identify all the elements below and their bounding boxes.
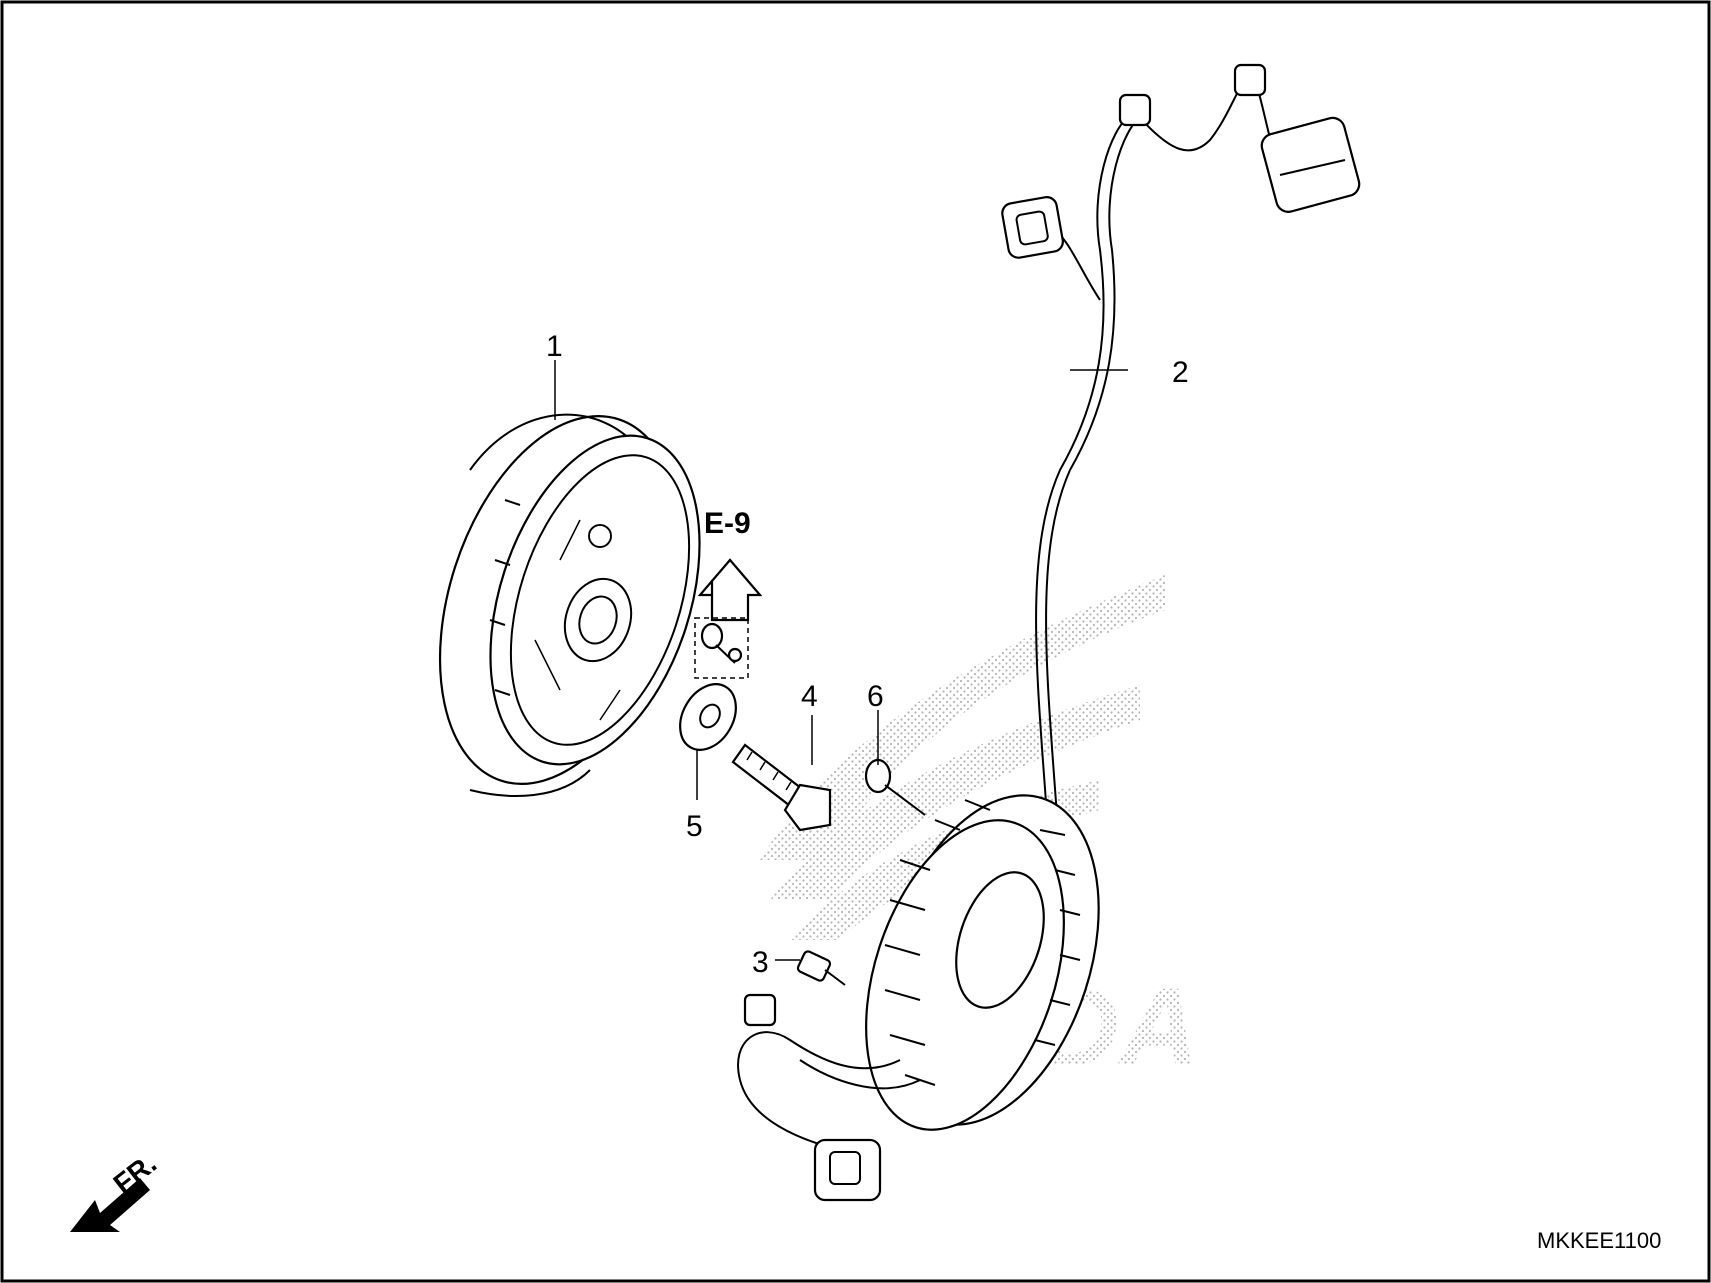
connector-bottom [813,1138,882,1202]
wire-clip-top [1118,63,1267,127]
connector-left [1001,196,1064,259]
connector-right [1260,116,1361,213]
front-direction-label: FR. [108,1148,163,1200]
reference-label: E-9 [704,507,751,540]
stator-coil [737,794,1100,1202]
reference-group [694,558,763,679]
callout-part-2: 2 [1172,356,1189,389]
flywheel-rotor [438,413,701,797]
washer-part-5 [679,683,737,751]
callout-part-5: 5 [686,810,703,843]
diagram-code: MKKEE1100 [1537,1228,1661,1253]
front-arrow-icon [70,1178,150,1232]
flange-bolt-part-4 [731,743,832,832]
reference-bolt-icon [700,622,743,664]
leader-lines [554,360,1128,961]
callout-part-1: 1 [546,330,563,363]
callout-part-3: 3 [752,946,769,979]
callout-part-6: 6 [867,680,884,713]
bolt-part-3 [796,950,846,986]
callout-part-4: 4 [801,680,818,713]
front-direction-indicator: FR. [70,1148,162,1232]
wire-harness [1001,63,1361,861]
